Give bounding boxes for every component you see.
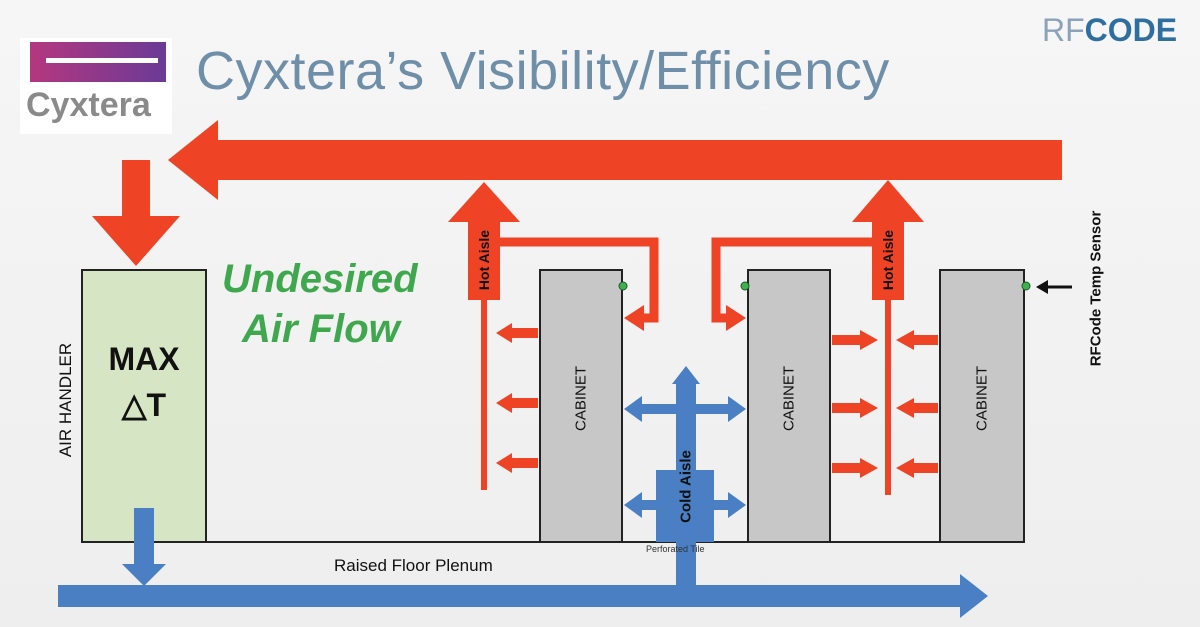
recirc-loop-1-head [624, 305, 644, 331]
temp-sensor-dot-2 [740, 281, 750, 291]
recirc-loop-1 [500, 237, 659, 323]
air-handler-delta-t: MAX △T [84, 336, 204, 428]
cold-aisle-label: Cold Aisle [677, 450, 695, 523]
sensor-pointer-head [1036, 280, 1048, 294]
undesired-airflow-annotation: Undesired Air Flow [222, 254, 418, 354]
max-label: MAX [108, 341, 180, 377]
exhaust-arrows-cab2 [832, 330, 878, 478]
cold-aisle [624, 366, 746, 594]
air-handler-output-arrow [122, 508, 166, 586]
cyxtera-logo: Cyxtera [20, 38, 172, 134]
cabinet-1 [539, 269, 623, 543]
hot-aisle-2-label: Hot Aisle [880, 229, 896, 291]
exhaust-arrows-cab1 [496, 323, 538, 473]
brand-code: CODE [1084, 12, 1178, 48]
hot-aisle-1-label: Hot Aisle [476, 229, 492, 291]
hot-aisle-2-arrow [852, 180, 924, 300]
exhaust-arrows-cab3 [896, 330, 938, 478]
page-title: Cyxtera’s Visibility/Efficiency [196, 41, 890, 101]
cabinet-2 [747, 269, 831, 543]
return-air-arrow [168, 120, 1062, 200]
recirc-loop-2-head [726, 305, 746, 331]
air-handler [81, 269, 207, 543]
delta-t-label: △T [121, 387, 167, 423]
hot-aisle-1-arrow [448, 182, 520, 300]
cabinet-3-label: CABINET [973, 366, 991, 432]
raised-floor-plenum-label: Raised Floor Plenum [334, 556, 493, 575]
temp-sensor-label: RFCode Temp Sensor [1087, 210, 1105, 367]
air-handler-label: AIR HANDLER [56, 342, 75, 458]
cabinet-1-label: CABINET [572, 366, 590, 432]
plenum-arrow [58, 574, 988, 618]
recirc-loop-2 [711, 237, 872, 323]
temp-sensor-dot-3 [1021, 281, 1031, 291]
rfcode-brand: RFCODE [1042, 12, 1177, 49]
cyxtera-logo-mark [30, 42, 166, 82]
logo-wordmark: Cyxtera [26, 86, 151, 124]
cabinet-3 [939, 269, 1025, 543]
cabinet-2-label: CABINET [780, 366, 798, 432]
brand-rf: RF [1042, 12, 1085, 48]
annotation-line-1: Undesired [222, 257, 418, 301]
annotation-line-2: Air Flow [242, 307, 400, 351]
air-handler-intake-arrow [92, 160, 180, 266]
temp-sensor-dot-1 [618, 281, 628, 291]
perforated-tile-label: Perforated Tile [646, 544, 705, 554]
